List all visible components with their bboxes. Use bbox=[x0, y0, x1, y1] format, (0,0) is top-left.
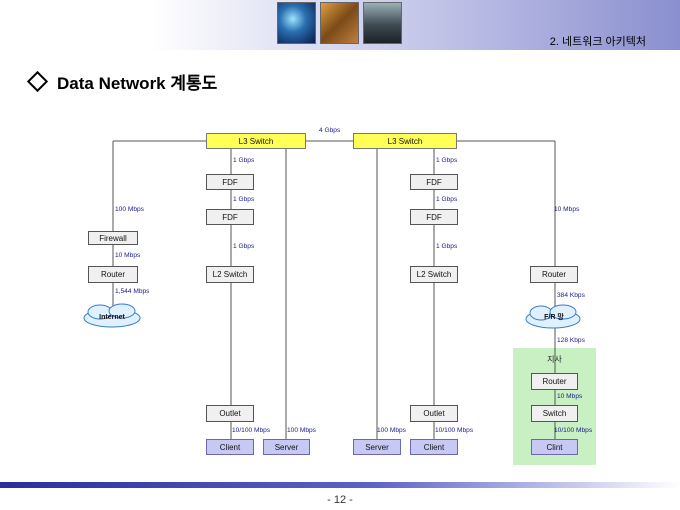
right-server: Server bbox=[353, 439, 401, 455]
right-server-link-label: 100 Mbps bbox=[377, 427, 406, 434]
page-title-text: Data Network 계통도 bbox=[57, 74, 218, 93]
internet-cloud: Internet bbox=[99, 313, 125, 321]
fr-cloud-shape bbox=[525, 304, 581, 329]
footer-band bbox=[0, 482, 680, 488]
left-l2-switch: L2 Switch bbox=[206, 266, 254, 283]
fr-branch-link-label: 128 Kbps bbox=[557, 337, 585, 344]
branch-office-label: 지사 bbox=[547, 355, 562, 364]
firewall-node: Firewall bbox=[88, 231, 138, 245]
right-link1-label: 1 Gbps bbox=[436, 157, 458, 164]
right-client: Client bbox=[410, 439, 458, 455]
branch-router-node: Router bbox=[531, 373, 578, 390]
right-link3-label: 1 Gbps bbox=[436, 243, 458, 250]
page-number: - 12 - bbox=[327, 494, 353, 506]
numbers-photo-thumbnail bbox=[320, 2, 359, 44]
l3-switch-right: L3 Switch bbox=[353, 133, 457, 149]
left-link3-label: 1 Gbps bbox=[233, 243, 255, 250]
firewall-router-link-label: 10 Mbps bbox=[115, 252, 141, 259]
branch-router-switch-link-label: 10 Mbps bbox=[557, 393, 583, 400]
network-photo-thumbnail bbox=[277, 2, 316, 44]
left-client: Client bbox=[206, 439, 254, 455]
core-link-label: 4 Gbps bbox=[319, 127, 341, 134]
left-server: Server bbox=[263, 439, 310, 455]
left-link2-label: 1 Gbps bbox=[233, 196, 255, 203]
core-router-link-label: 10 Mbps bbox=[554, 206, 580, 213]
left-fdf2: FDF bbox=[206, 209, 254, 225]
right-outlet: Outlet bbox=[410, 405, 458, 422]
people-photo-thumbnail bbox=[363, 2, 402, 44]
branch-switch-client-link-label: 10/100 Mbps bbox=[554, 427, 593, 434]
branch-switch-node: Switch bbox=[531, 405, 578, 422]
left-outlet: Outlet bbox=[206, 405, 254, 422]
left-router-node: Router bbox=[88, 266, 138, 283]
left-fdf1: FDF bbox=[206, 174, 254, 190]
right-router-node: Router bbox=[530, 266, 578, 283]
left-outlet-client-link-label: 10/100 Mbps bbox=[232, 427, 271, 434]
right-l2-switch: L2 Switch bbox=[410, 266, 458, 283]
right-fdf1: FDF bbox=[410, 174, 458, 190]
internet-cloud-shape bbox=[83, 303, 141, 328]
fr-cloud: F/R 망 bbox=[544, 314, 564, 321]
core-firewall-link-label: 100 Mbps bbox=[115, 206, 144, 213]
left-server-link-label: 100 Mbps bbox=[287, 427, 316, 434]
router-internet-link-label: 1,544 Mbps bbox=[115, 288, 150, 295]
right-link2-label: 1 Gbps bbox=[436, 196, 458, 203]
right-outlet-client-link-label: 10/100 Mbps bbox=[435, 427, 474, 434]
branch-client-node: Clint bbox=[531, 439, 578, 455]
router-fr-link-label: 384 Kbps bbox=[557, 292, 585, 299]
section-title: 2. 네트워크 아키텍처 bbox=[549, 36, 646, 48]
page-title: Data Network 계통도 bbox=[26, 69, 218, 94]
l3-switch-left: L3 Switch bbox=[206, 133, 306, 149]
left-link1-label: 1 Gbps bbox=[233, 157, 255, 164]
right-fdf2: FDF bbox=[410, 209, 458, 225]
